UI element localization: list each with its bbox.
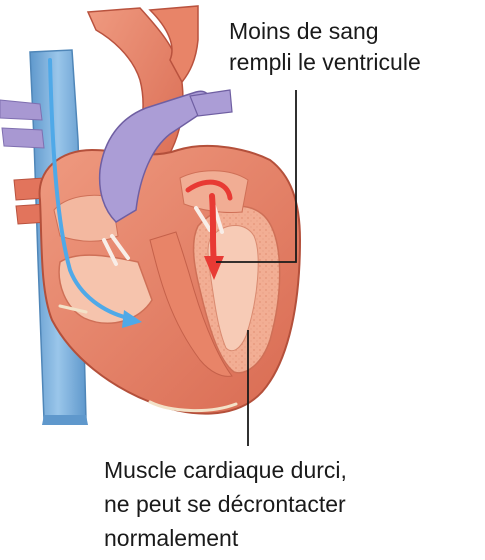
bottom-label-line-3: normalement (104, 521, 347, 555)
top-label-line-2: rempli le ventricule (229, 47, 421, 78)
top-label-line-1: Moins de sang (229, 16, 421, 47)
bottom-label-line-2: ne peut se décrontacter (104, 487, 347, 521)
bottom-label-line-1: Muscle cardiaque durci, (104, 453, 347, 487)
bottom-label: Muscle cardiaque durci, ne peut se décro… (104, 453, 347, 555)
top-label: Moins de sang rempli le ventricule (229, 16, 421, 78)
